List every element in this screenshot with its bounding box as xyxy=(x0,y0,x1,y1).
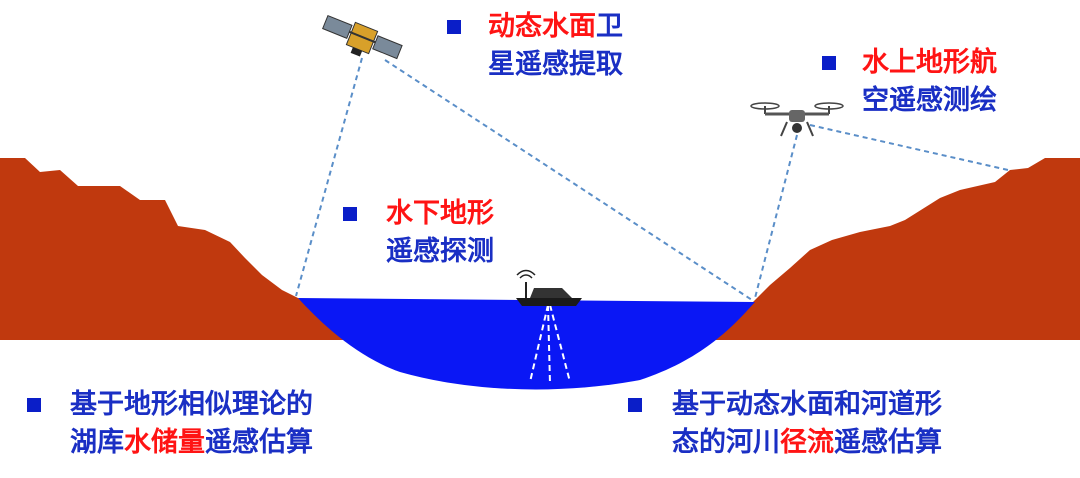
satellite-icon xyxy=(322,14,403,60)
label-text: 遥感估算 xyxy=(205,427,313,458)
label-text: 湖库 xyxy=(70,427,124,458)
left-bank-terrain xyxy=(0,158,345,340)
right-bank-terrain xyxy=(715,158,1080,340)
bullet-satellite xyxy=(447,20,461,34)
label-boat: 水下地形 遥感探测 xyxy=(386,195,494,271)
label-text: 遥感探测 xyxy=(386,236,494,267)
boat-icon xyxy=(516,269,582,306)
label-text: 卫 xyxy=(596,11,623,42)
label-storage-line1: 基于地形相似理论的 xyxy=(70,386,313,424)
label-text: 空遥感测绘 xyxy=(862,85,997,116)
label-runoff-line2: 态的河川径流遥感估算 xyxy=(672,424,942,462)
label-text: 态的河川 xyxy=(672,427,780,458)
label-runoff: 基于动态水面和河道形 态的河川径流遥感估算 xyxy=(672,386,942,462)
bullet-uav xyxy=(822,56,836,70)
drone-icon xyxy=(750,102,844,137)
sonar-beam-icon xyxy=(529,304,571,385)
label-text: 动态水面 xyxy=(488,11,596,42)
water-body xyxy=(298,298,755,390)
label-text: 基于地形相似理论的 xyxy=(70,389,313,420)
label-uav-line2: 空遥感测绘 xyxy=(862,82,997,120)
label-text: 遥感估算 xyxy=(834,427,942,458)
label-storage-line2: 湖库水储量遥感估算 xyxy=(70,424,313,462)
survey-lines xyxy=(295,57,1009,301)
label-storage: 基于地形相似理论的 湖库水储量遥感估算 xyxy=(70,386,313,462)
label-text: 星遥感提取 xyxy=(488,49,623,80)
label-boat-line1: 水下地形 xyxy=(386,195,494,233)
label-text: 水储量 xyxy=(124,427,205,458)
label-runoff-line1: 基于动态水面和河道形 xyxy=(672,386,942,424)
label-text: 水下地形 xyxy=(386,198,494,229)
label-satellite-line1: 动态水面卫 xyxy=(488,8,623,46)
label-text: 基于动态水面和河道形 xyxy=(672,389,942,420)
label-satellite: 动态水面卫 星遥感提取 xyxy=(488,8,623,84)
label-text: 径流 xyxy=(780,427,834,458)
label-text: 水上地形航 xyxy=(862,47,997,78)
label-uav-line1: 水上地形航 xyxy=(862,44,997,82)
bullet-boat xyxy=(343,207,357,221)
label-uav: 水上地形航 空遥感测绘 xyxy=(862,44,997,120)
bullet-storage xyxy=(27,398,41,412)
bullet-runoff xyxy=(628,398,642,412)
label-satellite-line2: 星遥感提取 xyxy=(488,46,623,84)
label-boat-line2: 遥感探测 xyxy=(386,233,494,271)
